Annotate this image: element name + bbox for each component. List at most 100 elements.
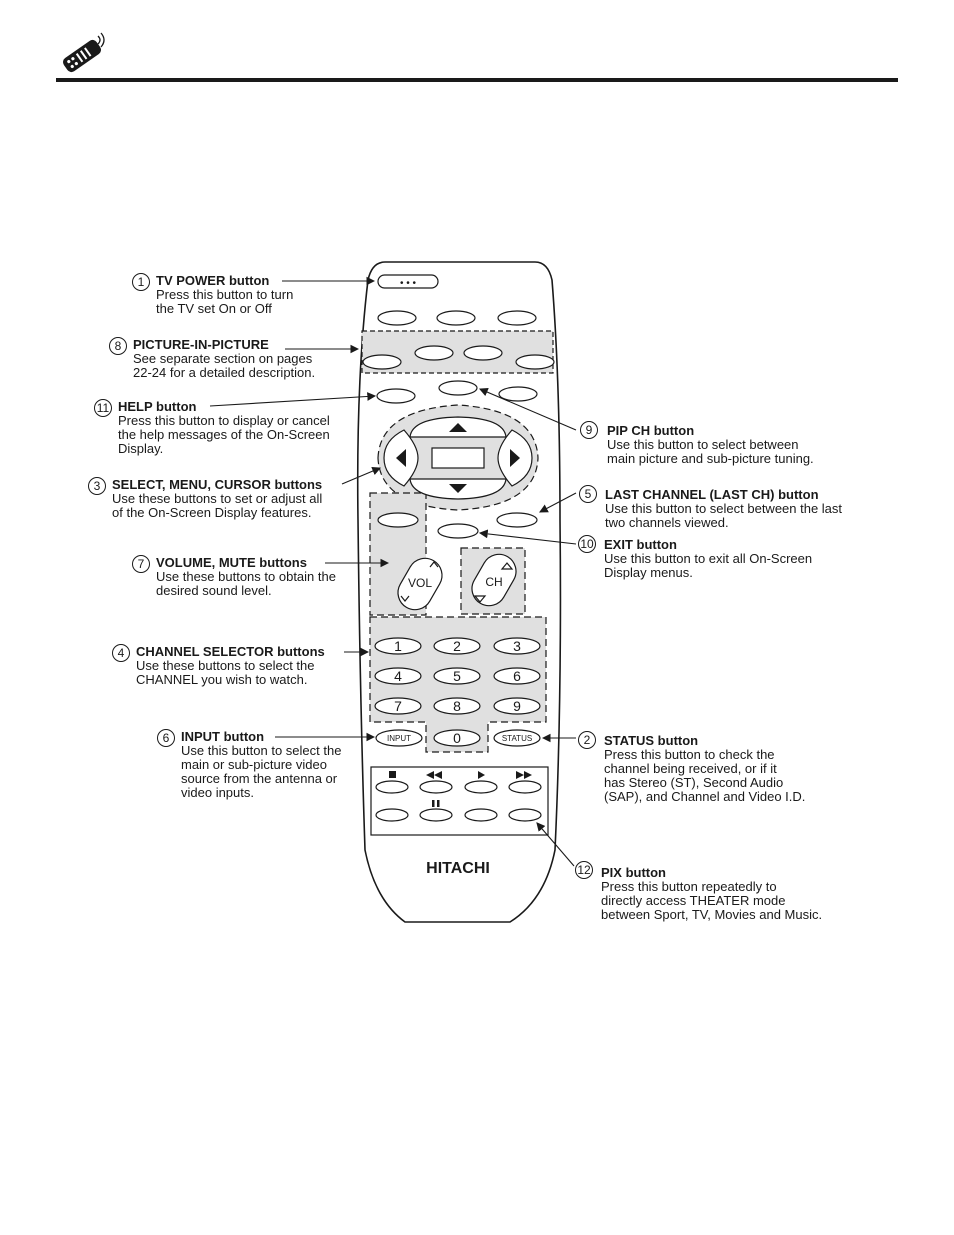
- select-button[interactable]: [431, 447, 485, 469]
- digit-6-label: 6: [513, 668, 521, 684]
- digit-buttons: 1 2 3 4 5 6 7 8 9: [374, 637, 541, 715]
- digit-0-button[interactable]: [433, 729, 481, 747]
- digit-2-label: 2: [453, 638, 461, 654]
- digit-3-label: 3: [513, 638, 521, 654]
- callout-desc: See separate section on pages 22-24 for …: [133, 351, 316, 380]
- digit-5-button[interactable]: [433, 667, 481, 685]
- pause-icon-right: [437, 800, 440, 807]
- callout-title: PIX button: [601, 865, 666, 880]
- digit-4-button[interactable]: [374, 667, 422, 685]
- record-button[interactable]: [375, 808, 409, 822]
- stop-icon: [389, 771, 396, 778]
- digit-2-button[interactable]: [433, 637, 481, 655]
- help-button[interactable]: [376, 388, 416, 404]
- callout-desc: Press this button repeatedly to directly…: [601, 879, 823, 922]
- play-button[interactable]: [464, 780, 498, 794]
- exit-button[interactable]: [437, 523, 479, 539]
- callout-number: 12: [575, 861, 593, 879]
- callout-number: 4: [112, 644, 130, 662]
- callout-pix: 12 PIX button Press this button repeated…: [575, 861, 823, 922]
- callout-desc: Press this button to check the channel b…: [604, 747, 806, 804]
- callout-title: TV POWER button: [156, 273, 270, 288]
- digit-1-label: 1: [394, 638, 402, 654]
- callout-desc: Use these buttons to obtain the desired …: [156, 569, 336, 598]
- callout-title: PICTURE-IN-PICTURE: [133, 337, 269, 352]
- power-dots: • • •: [400, 278, 417, 289]
- fast-forward-button[interactable]: [508, 780, 542, 794]
- digit-1-button[interactable]: [374, 637, 422, 655]
- pause-icon-left: [432, 800, 435, 807]
- fast-forward-icon: [516, 771, 532, 779]
- digit-8-button[interactable]: [433, 697, 481, 715]
- callout-help: 11 HELP button Press this button to disp…: [94, 399, 330, 456]
- callout-title: LAST CHANNEL (LAST CH) button: [605, 487, 819, 502]
- leader-pip-ch: [478, 387, 577, 431]
- pix-button[interactable]: [508, 808, 542, 822]
- vol-up-icon: [429, 561, 439, 568]
- last-ch-button[interactable]: [496, 512, 538, 528]
- callout-tv-power: 1 TV POWER button Press this button to t…: [132, 273, 293, 316]
- pip-button-3[interactable]: [463, 345, 503, 361]
- status-button[interactable]: [493, 729, 541, 747]
- transport-button-7[interactable]: [464, 808, 498, 822]
- callout-pip: 8 PICTURE-IN-PICTURE See separate sectio…: [109, 337, 316, 380]
- digit-3-button[interactable]: [493, 637, 541, 655]
- leader-help: [209, 392, 377, 407]
- callout-number: 9: [580, 421, 598, 439]
- pip-button-2[interactable]: [414, 345, 454, 361]
- stop-button[interactable]: [375, 780, 409, 794]
- play-icon: [478, 771, 485, 779]
- callout-input: 6 INPUT button Use this button to select…: [157, 729, 341, 800]
- vol-down-icon: [400, 595, 410, 602]
- callout-number: 8: [109, 337, 127, 355]
- vol-label: VOL: [408, 576, 432, 590]
- digit-7-button[interactable]: [374, 697, 422, 715]
- callout-number: 2: [578, 731, 596, 749]
- digit-9-button[interactable]: [493, 697, 541, 715]
- leader-last-ch: [539, 492, 577, 513]
- pip-ch-side-button[interactable]: [498, 386, 538, 402]
- ch-up-icon: [500, 562, 514, 570]
- rewind-button[interactable]: [419, 780, 453, 794]
- callout-title: EXIT button: [604, 537, 677, 552]
- status-label: STATUS: [502, 734, 532, 743]
- ch-rocker[interactable]: [466, 548, 522, 612]
- callout-desc: Press this button to display or cancel t…: [118, 413, 330, 456]
- header-rule: [56, 78, 898, 82]
- leader-pix: [536, 822, 575, 867]
- tv-power-button[interactable]: [377, 274, 439, 289]
- pip-button-4[interactable]: [515, 354, 555, 370]
- callout-title: CHANNEL SELECTOR buttons: [136, 644, 325, 659]
- digit-6-button[interactable]: [493, 667, 541, 685]
- callout-number: 7: [132, 555, 150, 573]
- up-arrow-icon: [449, 423, 467, 432]
- ch-label: CH: [485, 575, 502, 589]
- callout-desc: Use this button to select between main p…: [607, 437, 814, 466]
- rewind-icon: [426, 771, 442, 779]
- callout-exit: 10 EXIT button Use this button to exit a…: [578, 535, 813, 580]
- callout-number: 10: [578, 535, 596, 553]
- callout-channel-selector: 4 CHANNEL SELECTOR buttons Use these but…: [112, 644, 325, 687]
- brand-logo: HITACHI: [426, 860, 490, 877]
- callout-status: 2 STATUS button Press this button to che…: [578, 731, 806, 804]
- top-button-3[interactable]: [497, 310, 537, 326]
- pip-button-1[interactable]: [362, 354, 402, 370]
- callout-last-channel: 5 LAST CHANNEL (LAST CH) button Use this…: [579, 485, 843, 530]
- callout-title: VOLUME, MUTE buttons: [156, 555, 307, 570]
- input-button[interactable]: [375, 729, 423, 747]
- leader-select: [341, 466, 382, 485]
- callout-pip-ch: 9 PIP CH button Use this button to selec…: [580, 421, 814, 466]
- ch-down-icon: [473, 595, 487, 603]
- callout-title: STATUS button: [604, 733, 699, 748]
- top-button-2[interactable]: [436, 310, 476, 326]
- pip-ch-button[interactable]: [438, 380, 478, 396]
- pause-button[interactable]: [419, 808, 453, 822]
- callout-select-menu-cursor: 3 SELECT, MENU, CURSOR buttons Use these…: [88, 477, 322, 520]
- callout-desc: Use this button to select between the la…: [605, 501, 843, 530]
- mute-button[interactable]: [377, 512, 419, 528]
- top-button-1[interactable]: [377, 310, 417, 326]
- down-arrow-icon: [449, 484, 467, 493]
- callout-desc: Use this button to exit all On-Screen Di…: [604, 551, 813, 580]
- input-label: INPUT: [387, 734, 411, 743]
